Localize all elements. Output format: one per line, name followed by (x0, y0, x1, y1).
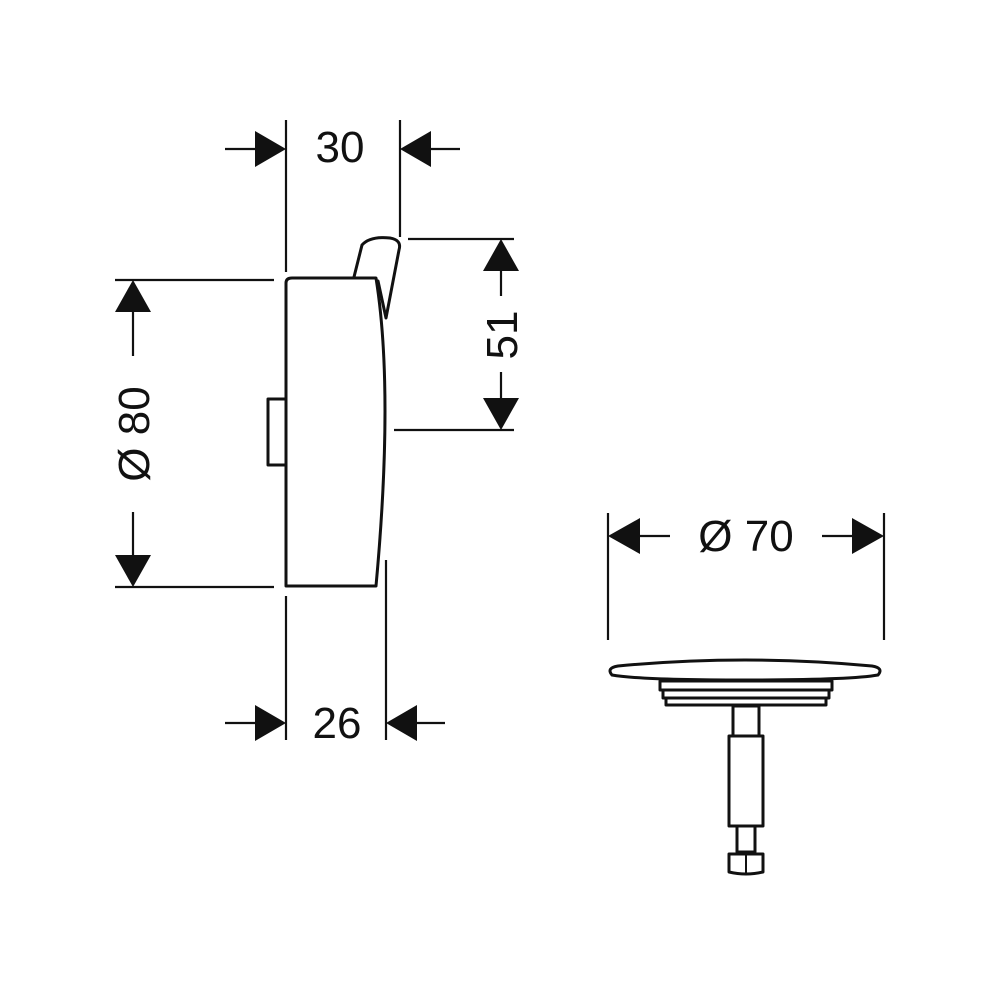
drain-plug-view (608, 658, 882, 876)
dim-label-lever-height: 51 (478, 311, 527, 360)
dim-bottom-width: 26 (225, 560, 445, 748)
dim-top-width: 30 (225, 120, 460, 272)
plug-cap (608, 658, 882, 682)
plug-seal-bottom (664, 696, 828, 707)
cap-side-view (266, 236, 402, 588)
plug-stem (727, 734, 765, 828)
dim-label-top-width: 30 (316, 123, 365, 172)
dim-label-height: Ø 80 (110, 386, 159, 481)
dim-lever-height: 51 (394, 237, 527, 432)
plug-stem-lower (735, 824, 757, 854)
cap-side-button (266, 397, 288, 467)
plug-stem-top (731, 704, 761, 738)
dim-plug-diameter: Ø 70 (606, 512, 886, 640)
cap-body (284, 276, 387, 588)
dim-label-plug-diameter: Ø 70 (698, 512, 793, 561)
dim-height: Ø 80 (110, 278, 274, 589)
dim-label-bottom-width: 26 (313, 699, 362, 748)
